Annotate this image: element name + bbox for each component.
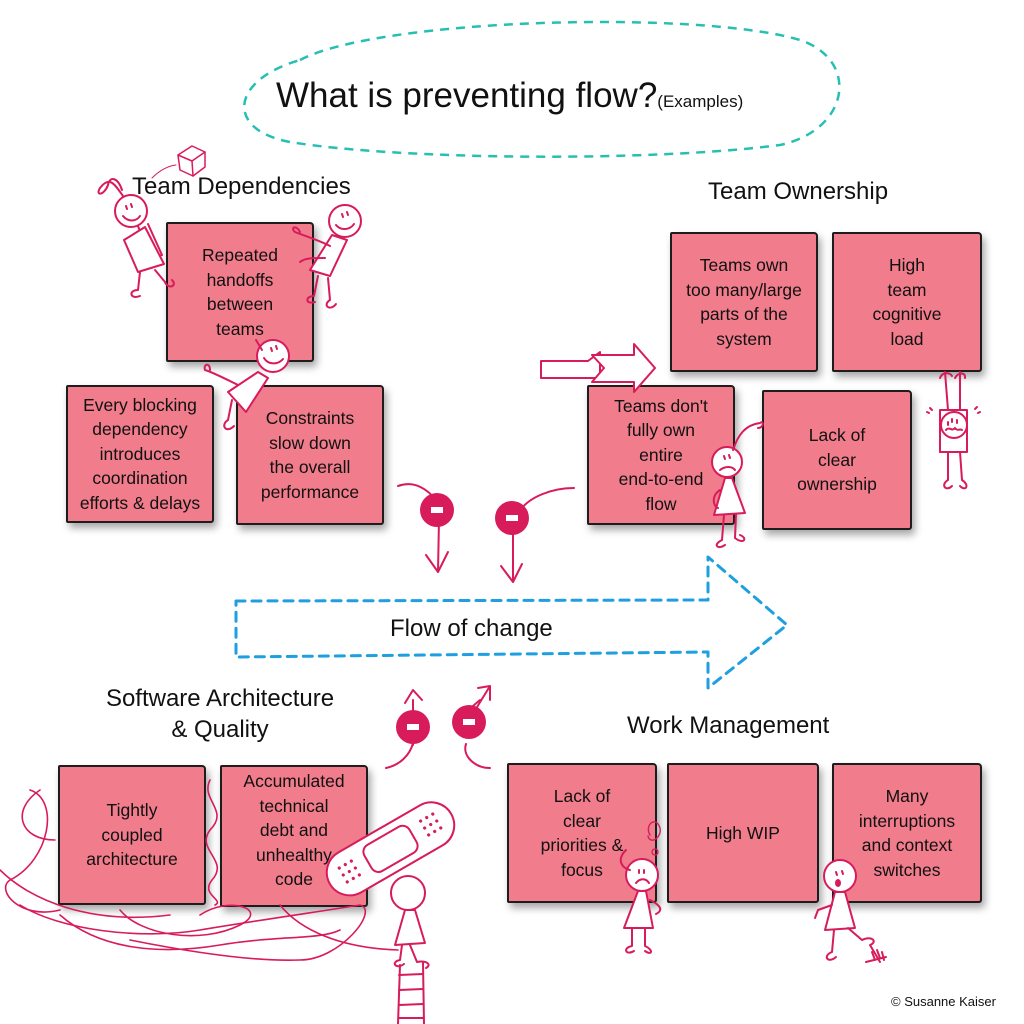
heading-software-architecture-line2: & Quality: [171, 716, 269, 743]
note-text: Repeated handoffs between teams: [202, 245, 278, 339]
heading-software-architecture: Software Architecture & Quality: [82, 683, 358, 745]
note-text: Tightly coupled architecture: [86, 800, 178, 870]
note-text: Teams own too many/large parts of the sy…: [686, 255, 802, 349]
ladder-icon: [397, 962, 425, 1024]
note-high-cognitive-load: High team cognitive load: [832, 232, 982, 372]
minus-circle-icon: [452, 705, 486, 739]
stick-figure-icon: [711, 421, 764, 549]
note-blocking-dependency: Every blocking dependency introduces coo…: [66, 385, 214, 523]
note-constraints: Constraints slow down the overall perfor…: [236, 385, 384, 525]
title-examples: (Examples): [657, 92, 744, 111]
stick-figure-icon: [926, 371, 981, 490]
minus-circle-icon: [495, 501, 529, 535]
note-text: Many interruptions and context switches: [858, 786, 956, 880]
note-text: Every blocking dependency introduces coo…: [79, 394, 201, 513]
heading-team-ownership: Team Ownership: [708, 178, 889, 205]
heading-team-dependencies: Team Dependencies: [132, 173, 351, 200]
tangled-line-icon: [0, 779, 399, 962]
minus-circle-icon: [420, 493, 454, 527]
stick-figure-icon: [292, 204, 362, 309]
note-text: Teams don't fully own entire end-to-end …: [614, 395, 708, 514]
note-high-wip: High WIP: [667, 763, 819, 903]
note-text: Constraints slow down the overall perfor…: [260, 408, 360, 502]
flow-arrow-outline: [234, 555, 789, 690]
bandage-icon: [325, 801, 456, 897]
cube-icon: [151, 145, 206, 179]
note-interruptions: Many interruptions and context switches: [832, 763, 982, 903]
stick-figure-icon: [203, 339, 290, 431]
stick-figure-icon: [814, 859, 887, 963]
minus-circle-icon: [396, 710, 430, 744]
negative-marker-2: [500, 487, 575, 583]
heading-work-management: Work Management: [627, 712, 830, 739]
hollow-arrow-icon: [540, 343, 656, 393]
note-tightly-coupled: Tightly coupled architecture: [58, 765, 206, 905]
stick-figure-icon: [619, 821, 662, 954]
note-end-to-end-flow: Teams don't fully own entire end-to-end …: [587, 385, 735, 525]
title-dashed-ellipse: [243, 20, 841, 158]
note-text: High team cognitive load: [872, 255, 942, 349]
note-text: Lack of clear priorities & focus: [540, 786, 624, 880]
note-teams-own-too-many: Teams own too many/large parts of the sy…: [670, 232, 818, 372]
note-text: Lack of clear ownership: [797, 425, 877, 495]
stick-figure-icon: [390, 875, 430, 969]
page-title: What is preventing flow?(Examples): [276, 76, 743, 116]
stick-figure-icon: [97, 178, 175, 298]
copyright-text: © Susanne Kaiser: [891, 994, 996, 1009]
note-lack-of-ownership: Lack of clear ownership: [762, 390, 912, 530]
flow-of-change-label: Flow of change: [390, 615, 553, 642]
note-repeated-handoffs: Repeated handoffs between teams: [166, 222, 314, 362]
note-text: High WIP: [706, 822, 780, 843]
title-main: What is preventing flow?: [276, 76, 658, 115]
heading-software-architecture-line1: Software Architecture: [105, 685, 335, 712]
note-text: Accumulated technical debt and unhealthy…: [243, 771, 345, 889]
